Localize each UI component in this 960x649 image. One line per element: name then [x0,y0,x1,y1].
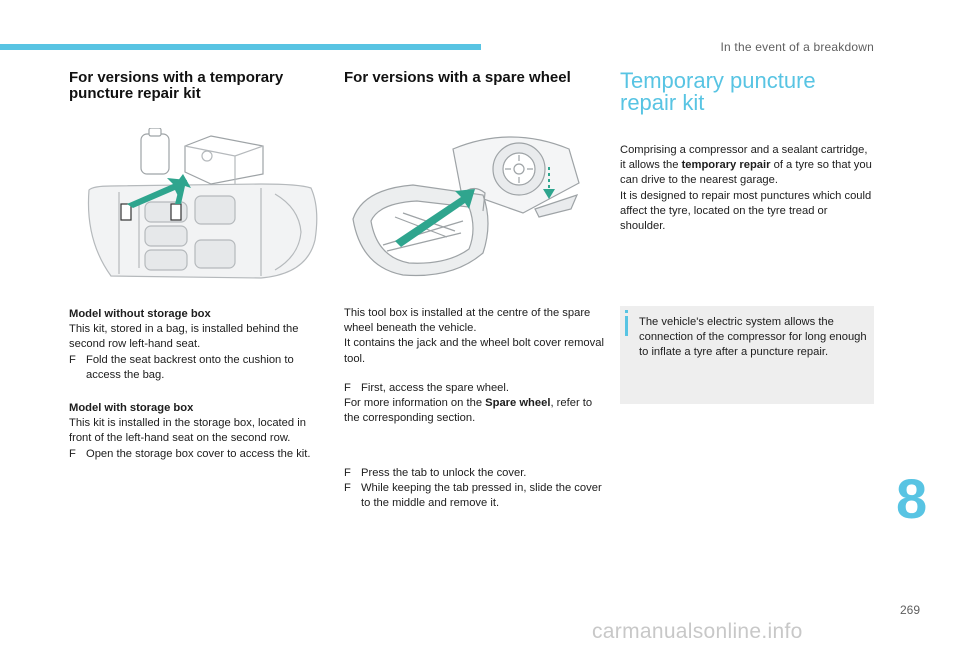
reference-prefix: For more information on the [344,397,486,410]
page-title-line2: repair kit [620,90,705,115]
reference-spare-wheel: Spare wheel [485,397,551,410]
info-note-text: The vehicle's electric system allows the… [639,316,867,359]
model-without-storage-text: This kit, stored in a bag, is installed … [69,323,299,351]
bullet-access-spare: F First, access the spare wheel. [344,381,606,396]
toolbox-contents-text: It contains the jack and the wheel bolt … [344,337,604,365]
model-without-storage-box: Model without storage box This kit, stor… [69,307,331,383]
remove-cover-steps: F Press the tab to unlock the cover. F Whi… [344,466,606,512]
info-note-box: The vehicle's electric system allows the… [620,306,874,404]
heading-puncture-kit-versions: For versions with a temporary puncture r… [69,69,284,102]
step-open-cover: Open the storage box cover to access the… [86,447,311,460]
intro-suffix: of a tyre so that you can drive to the n… [620,159,872,187]
toolbox-description: This tool box is installed at the centre… [344,306,606,367]
step-slide-cover: While keeping the tab pressed in, slide … [361,482,602,510]
bullet-open-cover: F Open the storage box cover to access th… [69,447,331,462]
step-press-tab: Press the tab to unlock the cover. [361,467,527,479]
spare-wheel-reference: For more information on the Spare wheel,… [344,396,606,426]
repair-kit-intro: Comprising a compressor and a sealant ca… [620,143,872,234]
bullet-press-tab: F Press the tab to unlock the cover. [344,466,606,481]
toolbox-location-text: This tool box is installed at the centre… [344,307,591,335]
access-spare-wheel-block: F First, access the spare wheel. For more… [344,381,606,427]
bullet-fold-seat: F Fold the seat backrest onto the cushion… [69,353,331,383]
bullet-marker: F [69,353,76,366]
page-number: 269 [900,603,921,617]
spare-wheel-toolbox-illustration [352,136,580,277]
chapter-number: 8 [896,467,928,530]
bullet-marker: F [344,467,351,479]
intro-paragraph: Comprising a compressor and a sealant ca… [620,143,872,189]
bullet-slide-cover: F While keeping the tab pressed in, slide… [344,481,606,511]
step-access-spare: First, access the spare wheel. [361,382,509,394]
column-spare-wheel: For versions with a spare wheel [344,70,606,86]
intro-prefix: Comprising a compressor and a sealant ca… [620,144,868,172]
info-icon-bar [625,316,628,336]
intro-second-paragraph: It is designed to repair most punctures … [620,189,872,233]
model-with-storage-text: This kit is installed in the storage box… [69,417,306,445]
car-interior-illustration [87,128,318,279]
model-with-storage-box: Model with storage box This kit is insta… [69,401,331,462]
model-without-storage-heading: Model without storage box [69,308,211,320]
bullet-marker: F [69,447,76,460]
watermark: carmanualsonline.info [592,620,803,643]
column-temporary-repair: Temporary puncture repair kit [620,70,874,114]
info-icon [625,310,628,313]
column-puncture-kit: For versions with a temporary puncture r… [69,70,331,102]
intro-temporary-repair: temporary repair [681,159,771,172]
reference-suffix: , refer to the corresponding section. [344,397,593,425]
top-accent-bar [0,44,481,50]
heading-spare-wheel-versions: For versions with a spare wheel [344,69,571,86]
section-label: In the event of a breakdown [720,40,874,54]
model-with-storage-heading: Model with storage box [69,402,194,414]
bullet-marker: F [344,482,351,495]
bullet-marker: F [344,382,351,394]
step-fold-seat: Fold the seat backrest onto the cushion … [86,353,294,381]
page-title-line1: Temporary puncture [620,68,816,93]
